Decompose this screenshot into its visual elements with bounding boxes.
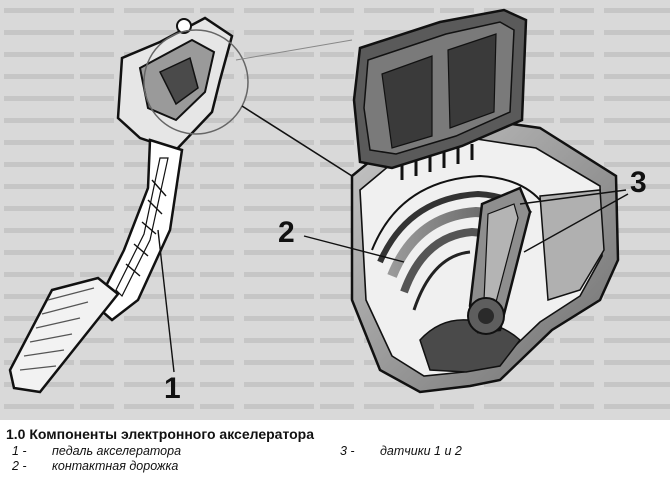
legend-item-number: 2 - xyxy=(12,459,27,473)
callout-number-2: 2 xyxy=(278,216,295,249)
legend-item-3: 3 - датчики 1 и 2 xyxy=(340,444,462,458)
legend-item-number: 1 - xyxy=(12,444,27,458)
legend-item-text: контактная дорожка xyxy=(52,459,179,473)
pedal-assembly xyxy=(8,16,234,394)
callout-number-3: 3 xyxy=(630,166,647,199)
legend-item-number: 3 - xyxy=(340,444,355,458)
caption-title: 1.0 Компоненты электронного акселератора xyxy=(6,426,314,442)
figure-caption: 1.0 Компоненты электронного акселератора… xyxy=(6,426,664,474)
legend-item-text: датчики 1 и 2 xyxy=(380,444,462,458)
callout-leaders xyxy=(157,189,629,373)
callout-number-1: 1 xyxy=(164,372,181,405)
detail-magnifier xyxy=(143,29,353,177)
legend-item-text: педаль акселератора xyxy=(52,444,182,458)
accelerator-illustration: 1 2 3 xyxy=(0,0,670,420)
accelerator-drawing xyxy=(0,0,670,420)
sensor-module xyxy=(350,8,620,394)
legend-item-2: 2 - контактная дорожка xyxy=(12,459,178,473)
legend-item-1: 1 - педаль акселератора xyxy=(12,444,181,458)
